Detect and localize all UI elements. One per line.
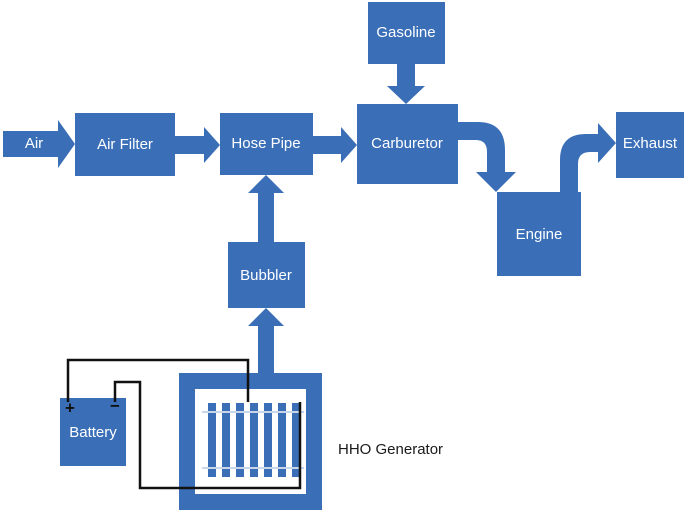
bubbler-label: Bubbler	[240, 267, 292, 284]
arrow-bubbler-to-hose	[248, 175, 284, 242]
hose-pipe-box: Hose Pipe	[220, 113, 313, 175]
carburetor-label: Carburetor	[371, 135, 443, 152]
negative-wire	[113, 380, 302, 490]
bubbler-box: Bubbler	[228, 242, 305, 308]
exhaust-label: Exhaust	[623, 135, 678, 152]
engine-label: Engine	[516, 226, 563, 243]
arrow-filter-to-hose	[175, 127, 220, 163]
carburetor-box: Carburetor	[357, 104, 458, 184]
battery-box: Battery + −	[60, 396, 126, 466]
battery-positive-terminal: +	[65, 398, 75, 417]
gasoline-box: Gasoline	[368, 2, 445, 64]
air-filter-box: Air Filter	[75, 113, 175, 176]
hho-generator-label: HHO Generator	[338, 441, 443, 458]
wiring	[66, 358, 302, 490]
air-arrow: Air	[3, 120, 75, 168]
battery-negative-terminal: −	[110, 396, 120, 415]
hose-pipe-label: Hose Pipe	[231, 135, 300, 152]
air-filter-label: Air Filter	[97, 136, 153, 153]
electrode-plates	[202, 403, 304, 477]
gasoline-label: Gasoline	[376, 24, 435, 41]
arrow-carburetor-to-engine	[458, 122, 516, 192]
engine-box: Engine	[497, 192, 581, 276]
arrow-generator-to-bubbler	[248, 308, 284, 373]
positive-wire	[66, 358, 250, 402]
arrow-engine-to-exhaust	[560, 123, 616, 192]
arrow-gasoline-to-carburetor	[387, 64, 425, 104]
air-label: Air	[25, 135, 43, 152]
arrow-hose-to-carburetor	[313, 127, 357, 163]
exhaust-box: Exhaust	[616, 112, 684, 178]
battery-label: Battery	[69, 424, 117, 441]
